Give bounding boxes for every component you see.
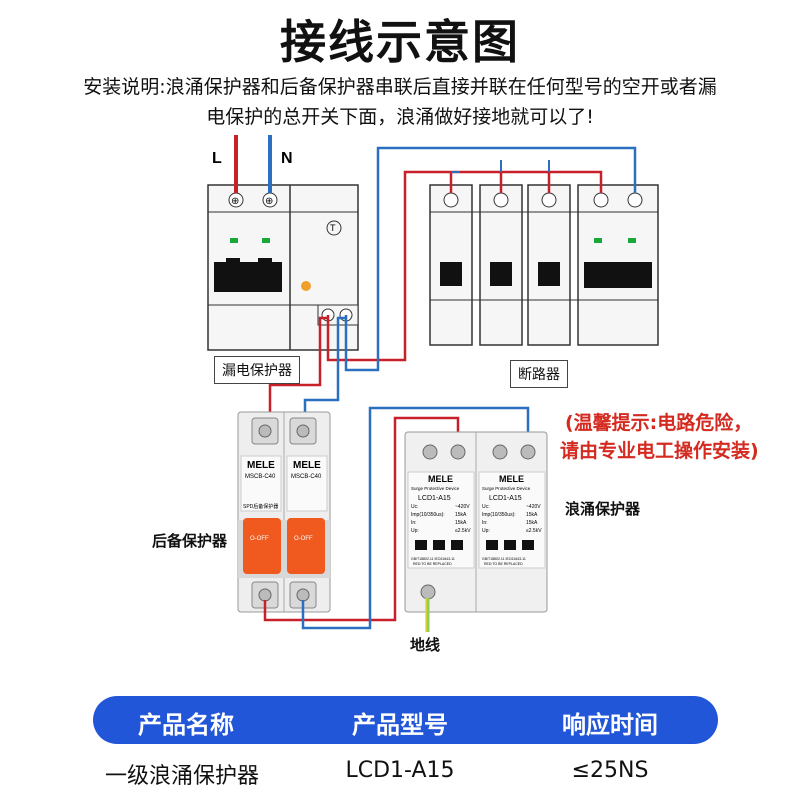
breakers-label: 断路器 [510, 360, 568, 388]
svg-text:⊕: ⊕ [265, 196, 273, 207]
spd-standard-left: GB/T18802.11 IEC61643-11 [411, 557, 455, 561]
backup-footer: SPD后备保护器 [243, 503, 278, 510]
spd-device [404, 431, 548, 613]
spd-replace-left: RED:TO BE REPLACED [413, 562, 452, 566]
spd-spec-value: ~420V [526, 504, 541, 510]
table-header-bar [93, 696, 718, 744]
backup-protector-label: 后备保护器 [152, 532, 228, 550]
spd-spec-value: ≤2.5kV [526, 528, 542, 534]
rcd-device: ⊕ ⊕ [207, 184, 359, 351]
spd-spec-value: ~420V [455, 504, 470, 510]
backup-brand-left: MELE [247, 460, 275, 471]
spd-spec-key: Imp(10/350us): [411, 512, 445, 518]
spd-label: 浪涌保护器 [565, 500, 641, 518]
backup-model-left: MSCB-C40 [245, 474, 276, 480]
spd-model-left: LCD1-A15 [418, 495, 451, 502]
neutral-terminal-label: N [281, 150, 293, 167]
spd-standard-right: GB/T18802.11 IEC61643-11 [482, 557, 526, 561]
install-description-line2: 电保护的总开关下面，浪涌做好接地就可以了! [206, 106, 594, 128]
spd-spec-value: ≤2.5kV [455, 528, 471, 534]
spd-spec-value: 15kA [455, 512, 467, 518]
spd-spec-key: Uc: [411, 504, 419, 510]
spd-spec-key: Uc: [482, 504, 490, 510]
spd-spec-key: Up: [411, 528, 419, 534]
spd-spec-list: Uc: ~420V Imp(10/350us): 15kA In: 15kA Up: ≤2.5… [411, 504, 542, 534]
spd-subtitle-right: Surge Protective Device [482, 486, 531, 491]
spd-replace-right: RED:TO BE REPLACED [484, 562, 523, 566]
rcd-label: 漏电保护器 [214, 356, 300, 384]
cell-product-name: 一级浪涌保护器 [104, 764, 259, 789]
backup-model-right: MSCB-C40 [291, 474, 322, 480]
spd-spec-value: 15kA [526, 520, 538, 526]
backup-brand-right: MELE [293, 460, 321, 471]
spd-brand-left: MELE [428, 474, 453, 484]
test-mark-label: T [330, 223, 336, 233]
spd-spec-key: Imp(10/350us): [482, 512, 516, 518]
spd-brand-right: MELE [499, 474, 524, 484]
spd-spec-value: 15kA [455, 520, 467, 526]
spd-spec-key: In: [411, 520, 417, 526]
page-title: 接线示意图 [280, 15, 520, 69]
header-response-time: 响应时间 [562, 711, 658, 739]
install-description-line1: 安装说明:浪涌保护器和后备保护器串联后直接并联在任何型号的空开或者漏 [83, 76, 717, 98]
breakers-group [429, 184, 659, 346]
cell-product-model: LCD1-A15 [345, 758, 455, 783]
cell-response-time: ≤25NS [571, 758, 649, 783]
svg-text:⊕: ⊕ [231, 196, 239, 207]
header-product-model: 产品型号 [352, 711, 448, 739]
backup-protector-device [237, 411, 331, 613]
spd-subtitle-left: Surge Protective Device [411, 486, 460, 491]
live-terminal-label: L [212, 150, 222, 167]
warning-line1: (温馨提示:电路危险， [565, 412, 753, 434]
warning-line2: 请由专业电工操作安装) [560, 440, 759, 462]
spd-model-right: LCD1-A15 [489, 495, 522, 502]
spd-spec-key: In: [482, 520, 488, 526]
spd-spec-key: Up: [482, 528, 490, 534]
ground-label: 地线 [410, 636, 441, 654]
header-product-name: 产品名称 [138, 711, 234, 739]
backup-switch-right: O-OFF [294, 536, 313, 542]
spd-spec-value: 15kA [526, 512, 538, 518]
backup-switch-left: O-OFF [250, 536, 269, 542]
